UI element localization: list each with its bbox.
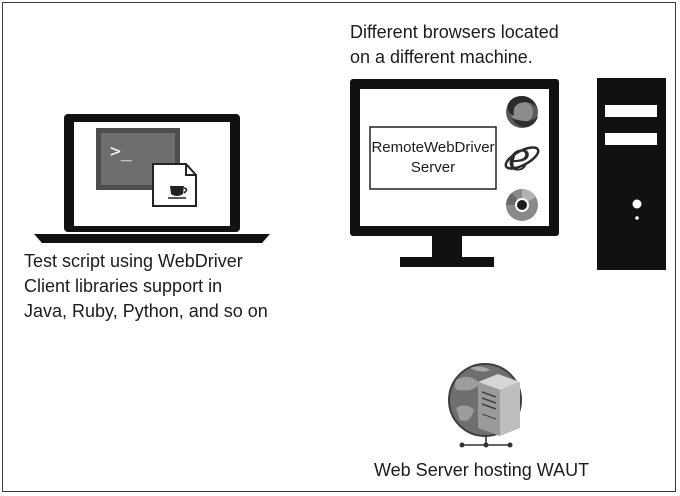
remote-caption-line-1: Different browsers located <box>350 22 559 42</box>
diagram-frame <box>2 2 676 492</box>
remote-webdriver-server-label: RemoteWebDriver Server <box>370 128 496 188</box>
client-caption-line-3: Java, Ruby, Python, and so on <box>24 301 268 321</box>
client-caption-line-1: Test script using WebDriver <box>24 251 243 271</box>
server-box-line-2: Server <box>410 159 456 176</box>
client-machine-caption: Test script using WebDriver Client libra… <box>24 249 268 324</box>
remote-machine-caption: Different browsers located on a differen… <box>350 20 559 70</box>
laptop-icon: >_ <box>34 114 270 243</box>
remote-caption-line-2: on a different machine. <box>350 47 533 67</box>
server-box-line-1: RemoteWebDriver <box>371 139 495 156</box>
tower-pc-icon <box>597 78 666 270</box>
terminal-prompt: >_ <box>110 141 132 162</box>
firefox-icon <box>506 96 538 128</box>
web-server-caption-text: Web Server hosting WAUT <box>374 460 590 480</box>
client-caption-line-2: Client libraries support in <box>24 276 223 296</box>
web-server-icon <box>448 363 522 448</box>
remote-webdriver-server-box <box>369 126 497 190</box>
web-server-caption: Web Server hosting WAUT <box>374 458 589 483</box>
internet-explorer-icon: e <box>504 135 540 179</box>
chrome-icon <box>506 188 538 221</box>
script-file-icon <box>152 163 197 207</box>
